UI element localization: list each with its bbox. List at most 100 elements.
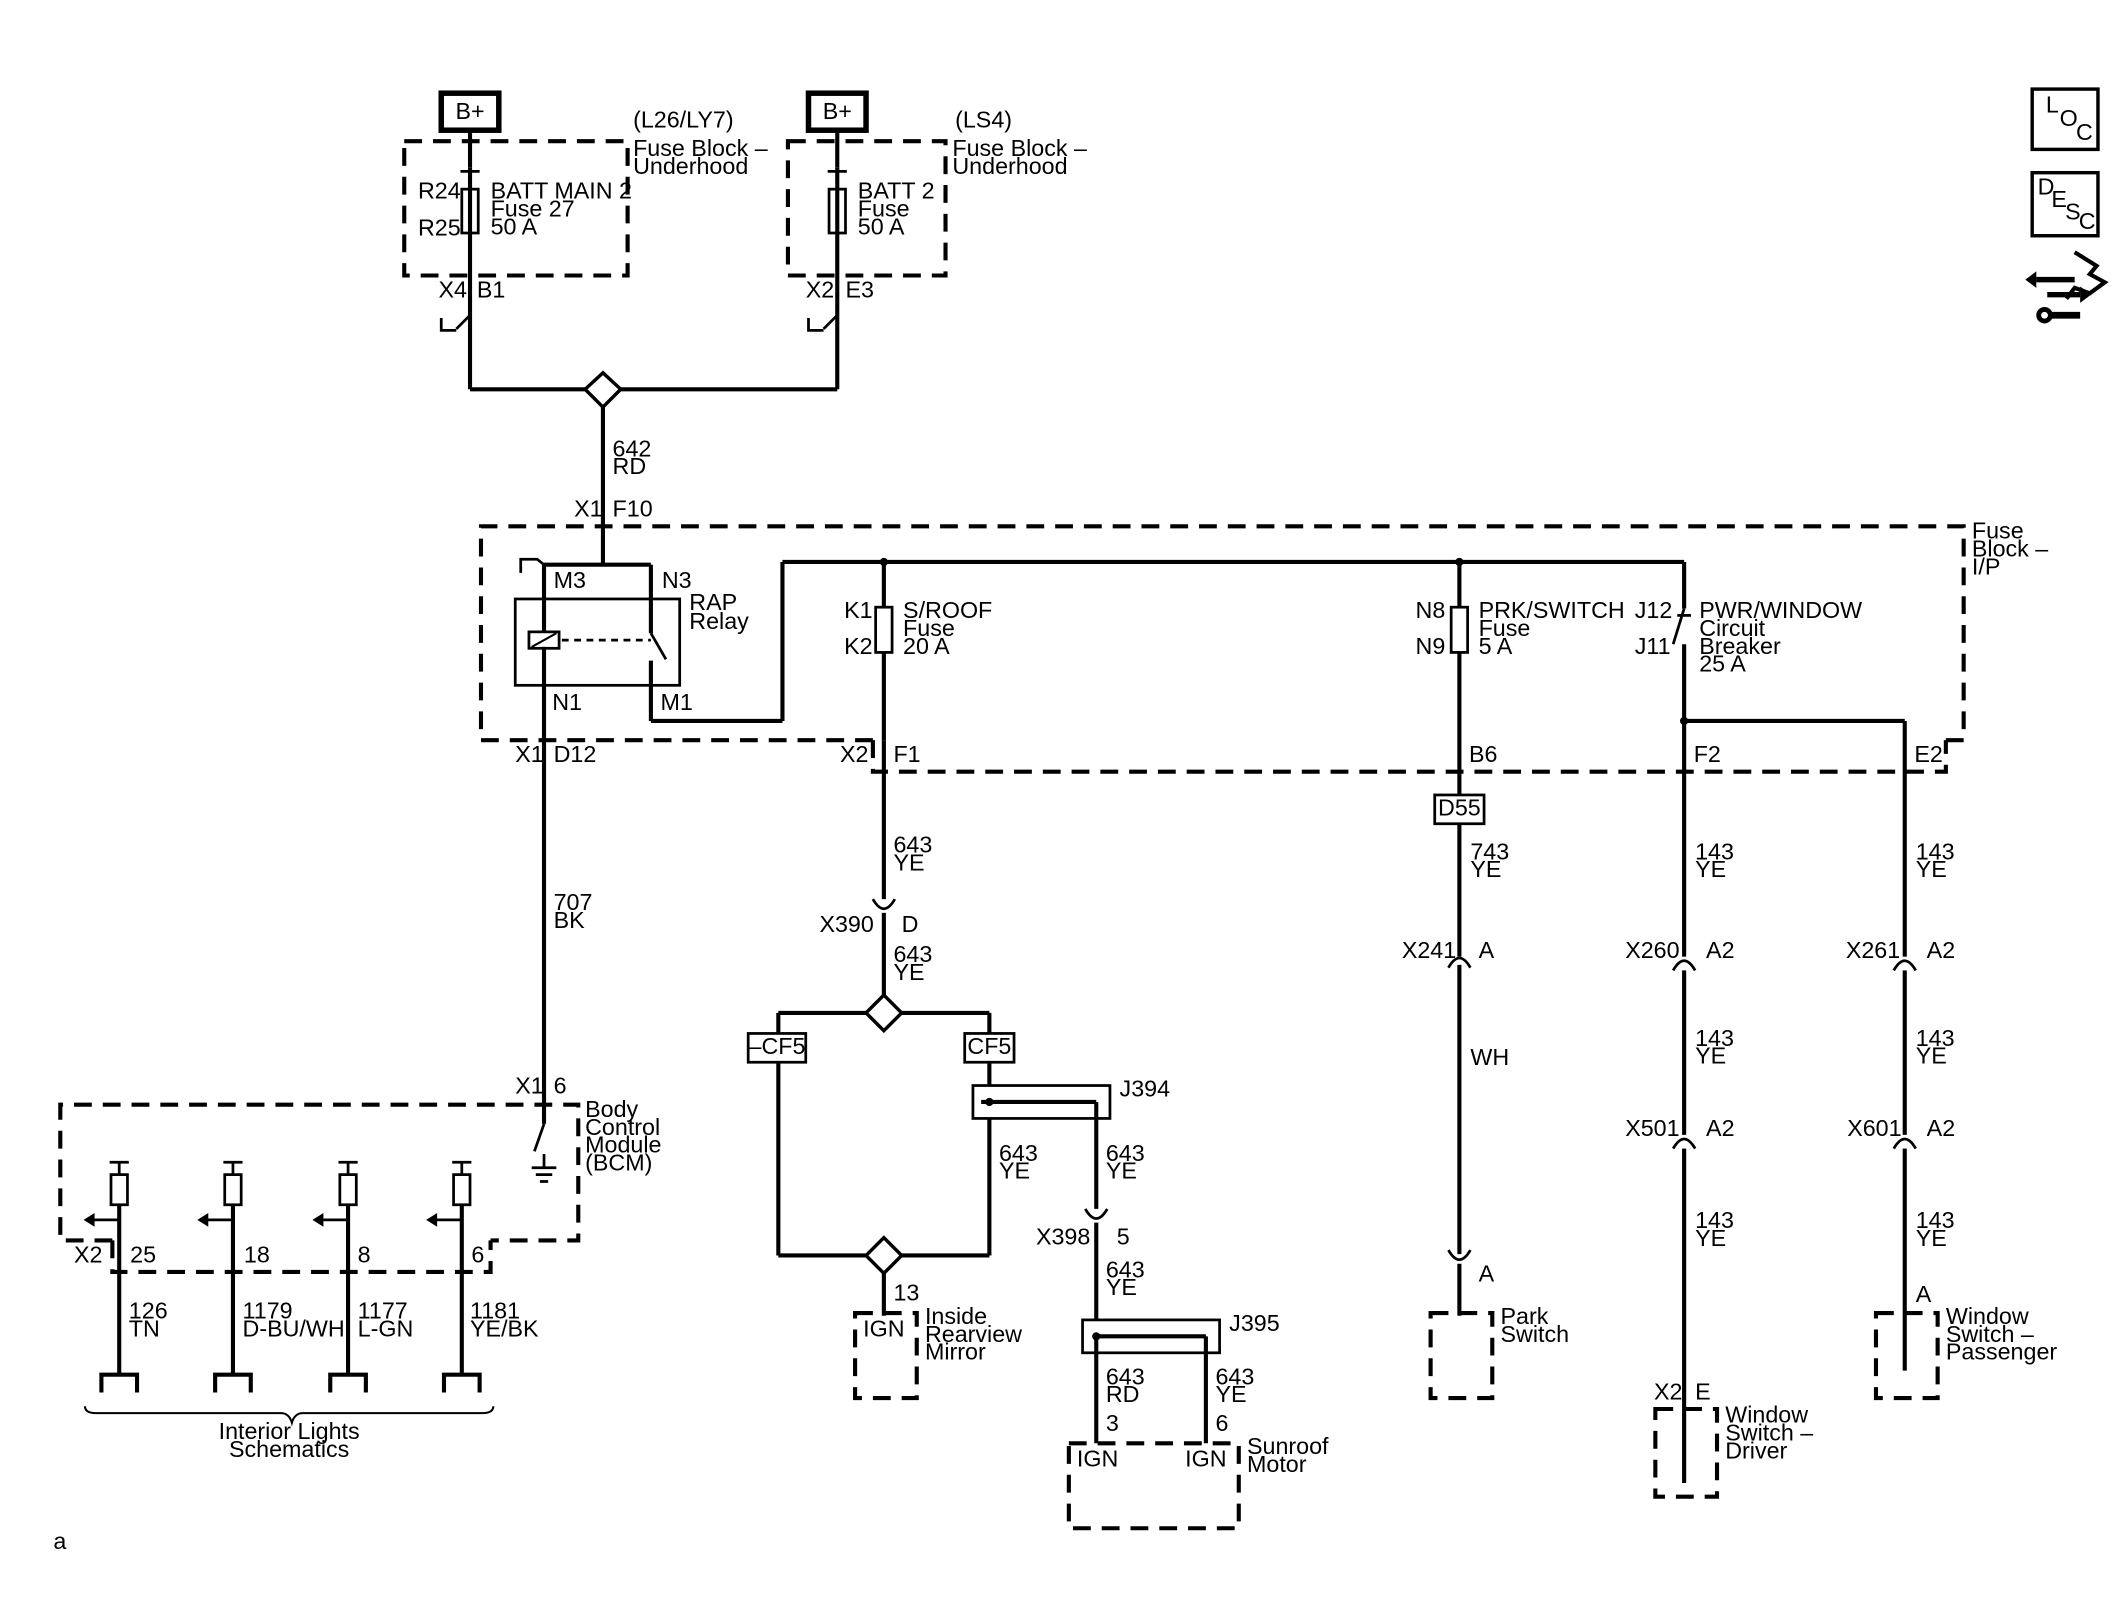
passenger-window-switch-component: [1873, 1311, 1940, 1401]
relay-terminal: [519, 557, 545, 573]
wire-color: RD: [613, 453, 647, 479]
resistor-symbol: [223, 1173, 243, 1207]
battery-feed-ls4: B+: [805, 90, 869, 168]
pin-label: B6: [1469, 741, 1497, 767]
wire-color: YE: [1916, 856, 1947, 882]
fuse-block-ip: Fuse Block – I/P M3 N3 N1 M1 RAP Relay: [478, 518, 2048, 1484]
module-name: (BCM): [585, 1150, 652, 1176]
ign-label: IGN: [1185, 1446, 1226, 1472]
arrow-icon: [312, 1213, 324, 1227]
connector-end: [441, 1372, 482, 1393]
driver-window-branch: 143 YE X260 A2 143 YE X501 A2 143 YE X2 …: [1625, 838, 1813, 1499]
component-name: Mirror: [925, 1339, 986, 1365]
desc-letter: E: [2051, 186, 2067, 212]
rearview-mirror-component: [853, 1311, 919, 1401]
wire-circuit: 1181: [470, 1298, 520, 1324]
relay-pin: M1: [660, 689, 692, 715]
connector-label: X2: [840, 741, 868, 767]
diagnostic-service-button[interactable]: [2025, 250, 2109, 324]
wire-color: YE: [1695, 856, 1726, 882]
breaker-name: Breaker: [1699, 633, 1781, 659]
inline-connector: [871, 898, 897, 911]
reference-link: Schematics: [229, 1436, 349, 1462]
terminal-label: K2: [844, 633, 872, 659]
pin-label: 18: [244, 1241, 270, 1267]
option-tag: [963, 1032, 1016, 1064]
breaker-name: PWR/WINDOW: [1699, 597, 1862, 623]
sroof-fuse: K1 K2 S/ROOF Fuse 20 A: [844, 561, 992, 741]
relay-pin: N1: [552, 689, 582, 715]
relay-name: Relay: [689, 608, 749, 634]
wire-color: D-BU/WH: [243, 1315, 345, 1341]
inline-connector: [1447, 956, 1472, 969]
wire-color: YE: [1695, 1225, 1726, 1251]
connector-label: X501: [1625, 1115, 1679, 1141]
connector-label: X1: [515, 1073, 543, 1099]
fuse-block-name: Fuse Block –: [952, 135, 1087, 161]
breaker-contact: [1671, 608, 1686, 645]
pin-label: 3: [1106, 1410, 1119, 1436]
component-name: Window: [1725, 1402, 1808, 1428]
pin-label: A2: [1706, 937, 1734, 963]
wire-color: YE: [1695, 1043, 1726, 1069]
fuse-name: Fuse: [903, 615, 955, 641]
fuse-name: BATT 2: [858, 178, 935, 204]
ign-label: IGN: [1077, 1446, 1118, 1472]
fuse-block-underhood-l26: (L26/LY7) Fuse Block – Underhood R24 R25…: [402, 106, 768, 390]
location-icon: [2030, 87, 2100, 152]
fuse-block-underhood-ls4: (LS4) Fuse Block – Underhood BATT 2 Fuse…: [785, 106, 1087, 390]
wire-color: YE: [893, 849, 924, 875]
fuse-rating: 5 A: [1479, 633, 1513, 659]
wire-circuit: 643: [1106, 1140, 1145, 1166]
module-name: Module: [585, 1132, 661, 1158]
component-name: Rearview: [925, 1321, 1022, 1347]
inline-connector: [1084, 1208, 1109, 1220]
description-button[interactable]: D E S C: [2030, 170, 2100, 238]
splice-pack-label: J395: [1229, 1310, 1279, 1336]
wire-circuit: 643: [893, 832, 932, 858]
relay-name: RAP: [689, 589, 737, 615]
wire-circuit: 143: [1695, 838, 1734, 864]
connector-label: X4: [439, 276, 468, 302]
connector-label: X241: [1402, 937, 1456, 963]
fuse-rating: 50 A: [491, 213, 538, 239]
bcm-output-1: 25 126 TN: [83, 1160, 168, 1393]
inline-connector: [1892, 1137, 1917, 1150]
location-button[interactable]: L O C: [2030, 87, 2100, 152]
battery-feed-l26: B+: [438, 90, 502, 168]
ground-wire: 707 BK: [541, 740, 592, 1124]
bcm-output-3: 8 1177 L-GN: [312, 1160, 413, 1393]
wire-circuit: 143: [1916, 1025, 1955, 1051]
splice-diamond: [582, 370, 624, 410]
connector-label: X398: [1036, 1224, 1090, 1250]
pin-label: A2: [1706, 1115, 1734, 1141]
splice-diamond: [863, 1235, 905, 1276]
splice-pack-j394: [971, 1084, 1112, 1120]
arrow-icon: [83, 1213, 95, 1227]
option-code: D55: [1438, 795, 1481, 821]
fuse-symbol: [874, 605, 894, 654]
wire-color: YE: [1106, 1274, 1137, 1300]
engine-option-label: (L26/LY7): [633, 106, 734, 132]
terminal-label: N9: [1416, 633, 1446, 659]
component-name: Switch –: [1725, 1420, 1813, 1446]
wire-color: YE: [893, 959, 924, 985]
component-name: Sunroof: [1247, 1433, 1329, 1459]
wire-circuit: 143: [1695, 1207, 1734, 1233]
wire-color: YE: [1916, 1043, 1947, 1069]
fuse-block-name: Underhood: [633, 153, 748, 179]
pin-label: 6: [554, 1073, 567, 1099]
wire-circuit: 743: [1470, 838, 1509, 864]
pin-label: B1: [477, 276, 505, 302]
relay-contact: [649, 632, 668, 660]
wire-circuit: 643: [1106, 1363, 1145, 1389]
pin-label: 6: [471, 1241, 484, 1267]
wire-circuit: 1179: [243, 1298, 293, 1324]
reference-link: Interior Lights: [219, 1418, 360, 1444]
pin-label: 8: [358, 1241, 371, 1267]
pwr-window-breaker: J12 J11 PWR/WINDOW Circuit Breaker 25 A: [1635, 561, 1907, 1484]
inline-connector: [1671, 1137, 1697, 1150]
pin-label: A2: [1927, 1115, 1955, 1141]
park-switch-component: [1428, 1311, 1495, 1401]
